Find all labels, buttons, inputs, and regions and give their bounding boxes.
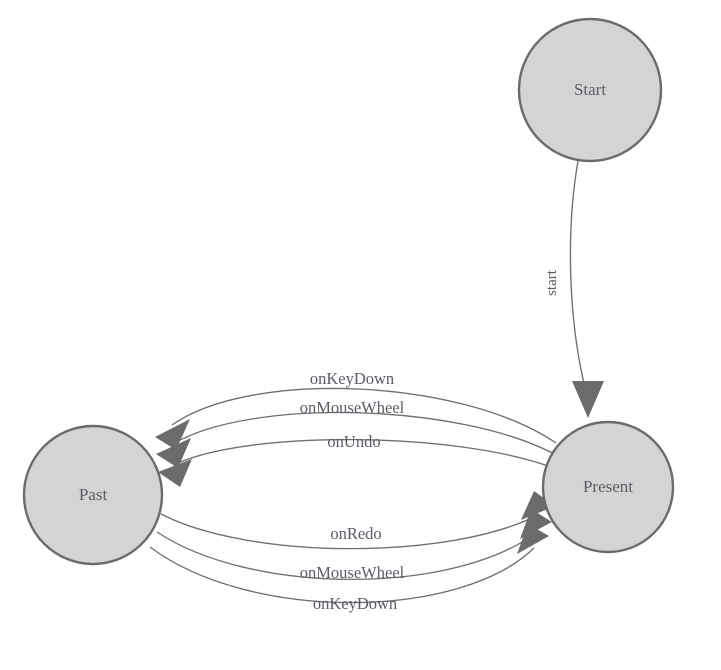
node-present-label: Present bbox=[583, 477, 633, 496]
edge-past-present-onredo[interactable]: onRedo bbox=[160, 491, 555, 550]
edge-past-present-onmousewheel-path bbox=[156, 531, 537, 580]
node-present-circle bbox=[541, 420, 675, 554]
edge-present-past-onundo-label: onUndo bbox=[327, 432, 380, 451]
edge-start-present-arrowhead bbox=[572, 381, 604, 418]
edge-past-present-onredo-path bbox=[160, 513, 539, 550]
edge-past-present-onmousewheel-label: onMouseWheel bbox=[300, 563, 405, 582]
edge-present-past-onkeydown-label: onKeyDown bbox=[310, 369, 394, 388]
node-start-label: Start bbox=[574, 80, 606, 99]
edge-present-past-onmousewheel[interactable]: onMouseWheel bbox=[156, 398, 557, 468]
edge-past-present-onmousewheel[interactable]: onMouseWheel bbox=[156, 509, 552, 582]
edge-present-past-onmousewheel-arrowhead bbox=[156, 438, 191, 468]
edge-present-past-onundo-arrowhead bbox=[158, 459, 192, 487]
node-start[interactable]: Start bbox=[517, 17, 663, 163]
node-past-circle bbox=[22, 424, 164, 566]
edge-start-present[interactable]: start bbox=[544, 160, 604, 418]
edge-present-past-onundo-path bbox=[175, 438, 552, 468]
node-past-label: Past bbox=[79, 485, 108, 504]
node-start-circle bbox=[517, 17, 663, 163]
edge-past-present-onredo-label: onRedo bbox=[330, 524, 381, 543]
edge-start-present-label: start bbox=[544, 269, 560, 296]
node-present[interactable]: Present bbox=[541, 420, 675, 554]
edge-start-present-path bbox=[569, 160, 587, 393]
edge-past-present-onkeydown[interactable]: onKeyDown bbox=[149, 524, 549, 613]
edge-past-present-onkeydown-arrowhead bbox=[517, 524, 549, 554]
edge-past-present-onkeydown-label: onKeyDown bbox=[313, 594, 397, 613]
edge-present-past-onundo[interactable]: onUndo bbox=[158, 432, 552, 487]
edge-present-past-onkeydown-path bbox=[171, 387, 557, 444]
node-past[interactable]: Past bbox=[22, 424, 164, 566]
edge-present-past-onkeydown-arrowhead bbox=[155, 419, 190, 450]
edge-past-present-onkeydown-path bbox=[149, 546, 535, 604]
edge-past-present-onredo-arrowhead bbox=[521, 491, 555, 520]
edge-present-past-onmousewheel-path bbox=[172, 411, 557, 456]
edge-present-past-onmousewheel-label: onMouseWheel bbox=[300, 398, 405, 417]
edge-present-past-onkeydown[interactable]: onKeyDown bbox=[155, 369, 557, 450]
